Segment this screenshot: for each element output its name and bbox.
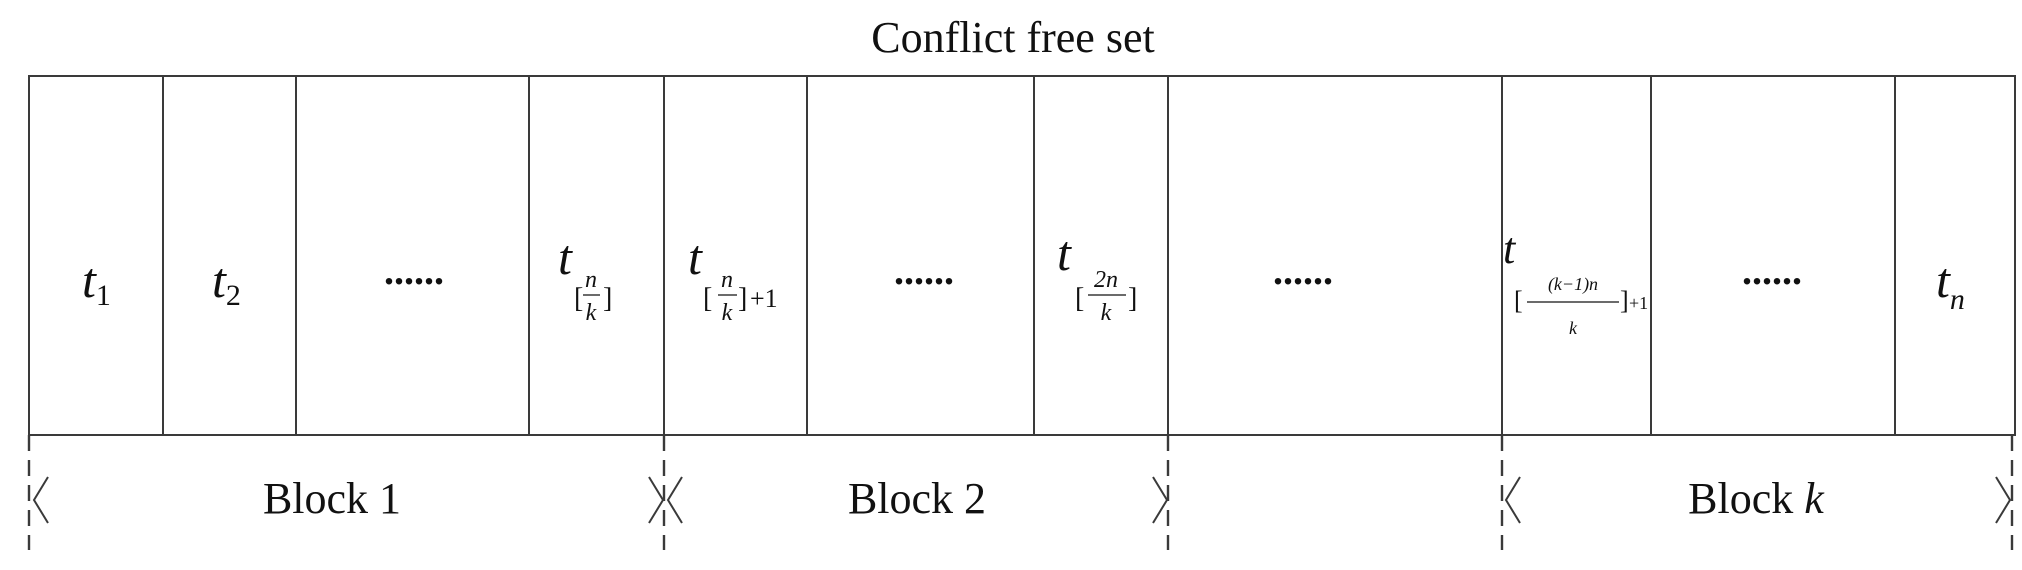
svg-text:t: t xyxy=(1057,225,1072,281)
block-label: Block 2 xyxy=(848,474,986,523)
svg-text:t: t xyxy=(558,229,573,285)
left-angle-marker xyxy=(32,476,49,524)
set-frame xyxy=(28,75,2016,436)
svg-text:]: ] xyxy=(738,283,747,314)
ellipsis-dots: ...... xyxy=(384,248,444,293)
right-angle-marker xyxy=(1152,476,1169,524)
svg-text:t: t xyxy=(1503,224,1517,273)
svg-text:n: n xyxy=(721,267,733,293)
svg-text:+1: +1 xyxy=(750,284,778,313)
right-angle-marker xyxy=(648,476,665,524)
cell-label-tn: tn xyxy=(1936,252,1965,316)
block-markers xyxy=(32,476,2012,524)
svg-text:k: k xyxy=(586,300,597,326)
right-angle-marker xyxy=(1995,476,2012,524)
block-dividers xyxy=(27,435,2014,550)
block-label: Block 1 xyxy=(263,474,401,523)
ellipsis-dots: ...... xyxy=(894,248,954,293)
left-angle-marker xyxy=(666,476,683,524)
svg-text:k: k xyxy=(1569,318,1578,338)
svg-text:[: [ xyxy=(703,283,712,314)
svg-text:]: ] xyxy=(1620,286,1629,315)
svg-text:(k−1)n: (k−1)n xyxy=(1548,274,1598,295)
cell-label-t-n-over-k: t [ n k ] xyxy=(558,229,612,326)
svg-text:[: [ xyxy=(1075,283,1084,314)
ellipsis-dots: ...... xyxy=(1742,248,1802,293)
cell-label-t1: t1 xyxy=(82,252,111,312)
ellipsis-dots: ...... xyxy=(1273,248,1333,293)
cell-label-t-k-minus-1-n-over-k-plus-1: t [ (k−1)n k ] +1 xyxy=(1503,224,1648,338)
cell-label-t-2n-over-k: t [ 2n k ] xyxy=(1057,225,1137,326)
svg-text:]: ] xyxy=(603,283,612,314)
diagram-title: Conflict free set xyxy=(871,13,1154,62)
svg-text:k: k xyxy=(1101,300,1112,326)
svg-text:t: t xyxy=(688,229,703,285)
svg-text:k: k xyxy=(722,300,733,326)
svg-text:2n: 2n xyxy=(1094,267,1118,293)
block-label: Block k xyxy=(1688,474,1825,523)
block-labels: Block 1 Block 2 Block k xyxy=(263,474,1825,523)
cell-label-t-n-over-k-plus-1: t [ n k ] +1 xyxy=(688,229,778,326)
svg-text:+1: +1 xyxy=(1629,293,1648,313)
svg-text:[: [ xyxy=(1514,286,1523,315)
svg-text:]: ] xyxy=(1128,283,1137,314)
cell-label-t2: t2 xyxy=(212,252,241,312)
cell-separators xyxy=(162,76,1896,435)
cell-labels: t1 t2 ...... t [ n k ] t [ n k ] +1 ....… xyxy=(82,224,1965,338)
left-angle-marker xyxy=(1504,476,1521,524)
svg-text:n: n xyxy=(585,267,597,293)
svg-text:[: [ xyxy=(574,283,583,314)
